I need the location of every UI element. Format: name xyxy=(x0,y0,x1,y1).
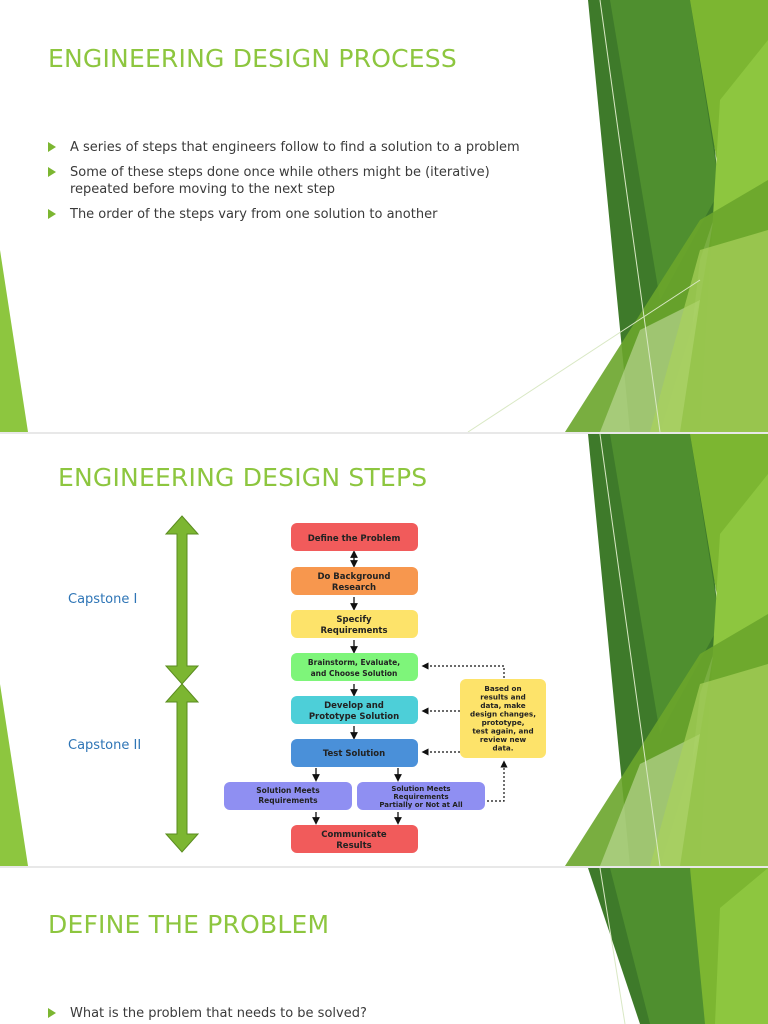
svg-text:Requirements: Requirements xyxy=(258,796,318,805)
svg-text:data, make: data, make xyxy=(480,701,525,710)
svg-text:Prototype Solution: Prototype Solution xyxy=(309,712,399,722)
step-test-solution: Test Solution xyxy=(291,739,418,767)
slide-engineering-design-steps: ENGINEERING DESIGN STEPS Capstone I Caps… xyxy=(0,434,768,866)
slide-separator xyxy=(0,866,768,868)
bullet-arrow-icon xyxy=(48,167,56,177)
slide-define-the-problem: DEFINE THE PROBLEM What is the problem t… xyxy=(0,868,768,1024)
bullet-list: A series of steps that engineers follow … xyxy=(48,139,548,231)
capstone-arrows xyxy=(164,515,200,853)
svg-text:Solution Meets: Solution Meets xyxy=(391,785,450,793)
capstone-2-label: Capstone II xyxy=(68,738,142,753)
slide-decoration xyxy=(0,434,768,866)
svg-text:Partially or Not at All: Partially or Not at All xyxy=(379,801,462,809)
bullet-arrow-icon xyxy=(48,1008,56,1018)
step-brainstorm: Brainstorm, Evaluate, and Choose Solutio… xyxy=(291,653,418,681)
slide-decoration xyxy=(0,0,768,432)
bullet-item: What is the problem that needs to be sol… xyxy=(48,1005,548,1022)
step-develop-prototype: Develop and Prototype Solution xyxy=(291,696,418,724)
bullet-arrow-icon xyxy=(48,209,56,219)
step-specify-requirements: Specify Requirements xyxy=(291,610,418,638)
svg-text:Test Solution: Test Solution xyxy=(323,749,385,759)
bullet-item: A series of steps that engineers follow … xyxy=(48,139,548,156)
svg-text:Communicate: Communicate xyxy=(321,830,387,840)
svg-text:design changes,: design changes, xyxy=(470,710,536,719)
svg-text:results and: results and xyxy=(480,693,526,702)
svg-text:data.: data. xyxy=(492,744,513,753)
slide-separator xyxy=(0,432,768,434)
svg-text:Requirements: Requirements xyxy=(320,626,387,636)
bullet-list: What is the problem that needs to be sol… xyxy=(48,1005,548,1024)
svg-text:Results: Results xyxy=(336,841,371,851)
svg-text:and Choose Solution: and Choose Solution xyxy=(311,669,398,678)
bullet-item: Some of these steps done once while othe… xyxy=(48,164,548,198)
feedback-connectors xyxy=(421,662,508,802)
svg-text:Based on: Based on xyxy=(484,684,521,693)
bullet-arrow-icon xyxy=(48,142,56,152)
step-solution-partial: Solution Meets Requirements Partially or… xyxy=(357,782,485,810)
step-solution-meets: Solution Meets Requirements xyxy=(224,782,352,810)
capstone-2-double-arrow xyxy=(164,683,200,853)
step-communicate-results: Communicate Results xyxy=(291,825,418,853)
flow-connectors xyxy=(312,550,402,825)
svg-text:review new: review new xyxy=(480,735,527,744)
slide-title: ENGINEERING DESIGN STEPS xyxy=(58,463,428,492)
svg-text:test again, and: test again, and xyxy=(472,727,533,736)
svg-text:Research: Research xyxy=(332,583,376,593)
slide-engineering-design-process: ENGINEERING DESIGN PROCESS A series of s… xyxy=(0,0,768,432)
svg-text:Define the Problem: Define the Problem xyxy=(308,534,401,544)
capstone-1-label: Capstone I xyxy=(68,592,138,607)
svg-text:prototype,: prototype, xyxy=(482,718,525,727)
step-define-problem: Define the Problem xyxy=(291,523,418,551)
svg-text:Requirements: Requirements xyxy=(393,793,448,801)
svg-text:Brainstorm, Evaluate,: Brainstorm, Evaluate, xyxy=(308,658,400,667)
step-background-research: Do Background Research xyxy=(291,567,418,595)
slide-title: ENGINEERING DESIGN PROCESS xyxy=(48,44,457,73)
svg-text:Solution Meets: Solution Meets xyxy=(256,786,320,795)
slide-title: DEFINE THE PROBLEM xyxy=(48,910,330,939)
svg-text:Do Background: Do Background xyxy=(317,572,390,582)
feedback-note: Based on results and data, make design c… xyxy=(460,679,546,758)
bullet-item: The order of the steps vary from one sol… xyxy=(48,206,548,223)
svg-text:Develop and: Develop and xyxy=(324,701,384,711)
slide-decoration xyxy=(588,868,768,1024)
design-flowchart: Define the Problem Do Background Researc… xyxy=(224,523,546,853)
svg-text:Specify: Specify xyxy=(336,615,372,625)
